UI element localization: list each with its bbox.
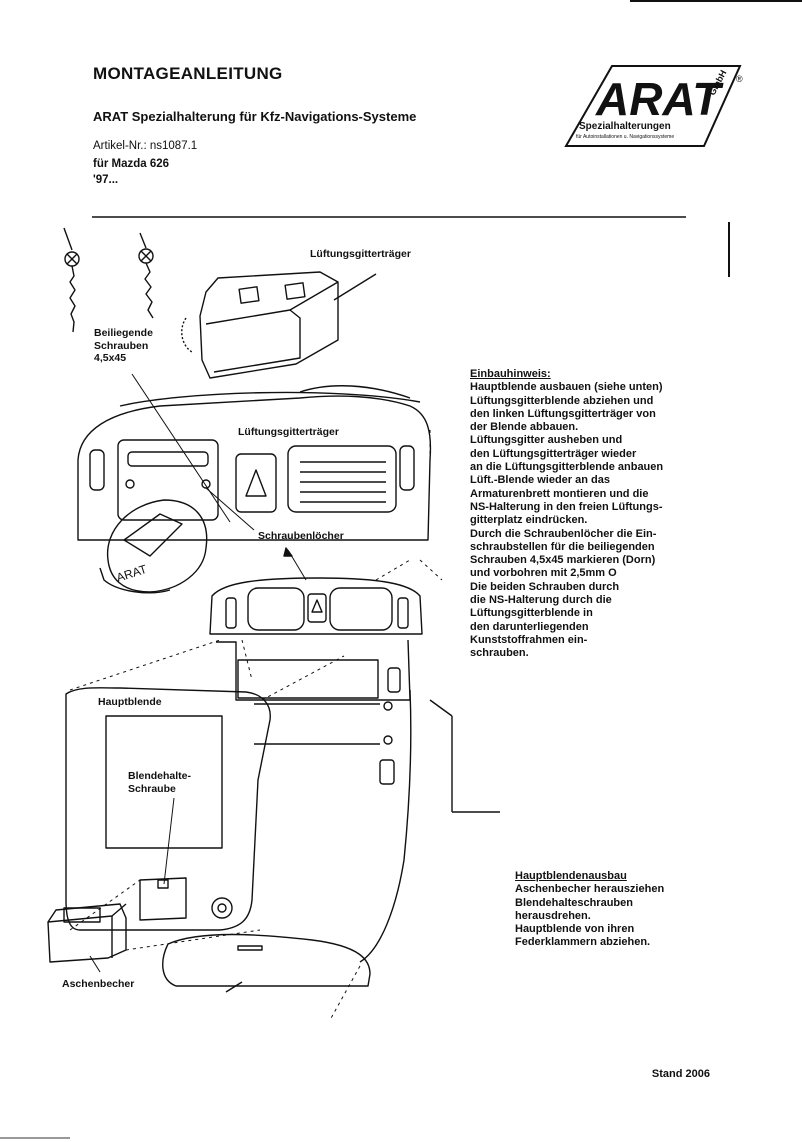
install-note-line: schraubstellen für die beiliegenden <box>470 540 655 553</box>
install-note-line: Lüftungsgitterblende in <box>470 607 593 620</box>
logo-tagline: Spezialhalterungen <box>579 121 671 132</box>
install-note-line: Durch die Schraubenlöcher die Ein- <box>470 527 657 540</box>
label-vent-carrier-top: Lüftungsgitterträger <box>310 248 411 260</box>
removal-note-line: Hauptblende von ihren <box>515 923 635 936</box>
label-supplied-screws: Beiliegende Schrauben 4,5x45 <box>94 327 153 365</box>
install-note-line: die NS-Halterung durch die <box>470 594 612 607</box>
install-note-line: den Lüftungsgitterträger wieder <box>470 447 637 460</box>
install-note-line: Lüftungsgitter ausheben und <box>470 434 623 447</box>
label-screw-holes: Schraubenlöcher <box>258 530 344 542</box>
document-date-stand: Stand 2006 <box>651 1068 710 1080</box>
install-note-line: Hauptblende ausbauen (siehe unten) <box>470 381 663 394</box>
removal-note-line: herausdrehen. <box>515 909 591 922</box>
label-vent-carrier-mid: Lüftungsgitterträger <box>238 426 339 438</box>
label-screws-line: Beiliegende <box>94 327 153 339</box>
screw-icon <box>138 248 154 319</box>
install-note-line: Schrauben 4,5x45 markieren (Dorn) <box>470 554 656 567</box>
install-note-line: Lüft.-Blende wieder an das <box>470 474 610 487</box>
install-note-line: schrauben. <box>470 647 529 660</box>
install-note-line: den linken Lüftungsgitterträger von <box>470 407 656 420</box>
install-note-line: NS-Halterung in den freien Lüftungs- <box>470 500 663 513</box>
install-note: Einbauhinweis: Hauptblende ausbauen (sie… <box>470 368 663 661</box>
logo-sub-tagline: für Autoinstallationen u. Navigationssys… <box>576 134 674 140</box>
label-main-panel: Hauptblende <box>98 696 162 708</box>
vehicle-model: für Mazda 626 <box>93 158 170 170</box>
install-note-line: den darunterliegenden <box>470 620 589 633</box>
logo-gmbh: GmbH <box>707 68 729 97</box>
install-note-line: und vorbohren mit 2,5mm O <box>470 567 617 580</box>
label-screws-line: Schrauben <box>94 339 149 352</box>
document-title: MONTAGEANLEITUNG <box>93 64 283 83</box>
logo-registered: ® <box>736 74 743 84</box>
removal-note-line: Blendehalteschrauben <box>515 896 633 909</box>
label-panel-screw-line: Schraube <box>128 782 176 795</box>
install-note-line: an die Lüftungsgitterblende anbauen <box>470 461 664 474</box>
label-panel-screw: Blendehalte- Schraube <box>128 770 191 795</box>
logo-brand: ARAT <box>595 73 724 125</box>
holder-arat-text: ARAT <box>115 562 150 585</box>
document-subtitle: ARAT Spezialhalterung für Kfz-Navigation… <box>93 109 417 124</box>
removal-note: Hauptblendenausbau Aschenbecher herauszi… <box>515 870 664 950</box>
label-ashtray: Aschenbecher <box>62 978 135 990</box>
install-note-line: Armaturenbrett montieren und die <box>470 487 649 500</box>
removal-note-heading: Hauptblendenausbau <box>515 870 627 882</box>
removal-note-line: Aschenbecher herausziehen <box>515 883 665 896</box>
removal-note-line: Federklammern abziehen. <box>515 936 651 949</box>
article-number: Artikel-Nr.: ns1087.1 <box>93 140 198 152</box>
install-note-heading: Einbauhinweis: <box>470 368 551 380</box>
model-year: '97... <box>93 174 119 186</box>
install-note-line: der Blende abbauen. <box>470 421 579 434</box>
install-note-line: gitterplatz eindrücken. <box>470 514 588 527</box>
label-screws-line: 4,5x45 <box>94 352 127 364</box>
install-note-line: Kunststoffrahmen ein- <box>470 633 588 646</box>
install-note-line: Die beiden Schrauben durch <box>470 580 620 593</box>
label-panel-screw-line: Blendehalte- <box>128 770 192 782</box>
install-note-line: Lüftungsgitterblende abziehen und <box>470 394 654 407</box>
screw-icon <box>64 251 80 333</box>
